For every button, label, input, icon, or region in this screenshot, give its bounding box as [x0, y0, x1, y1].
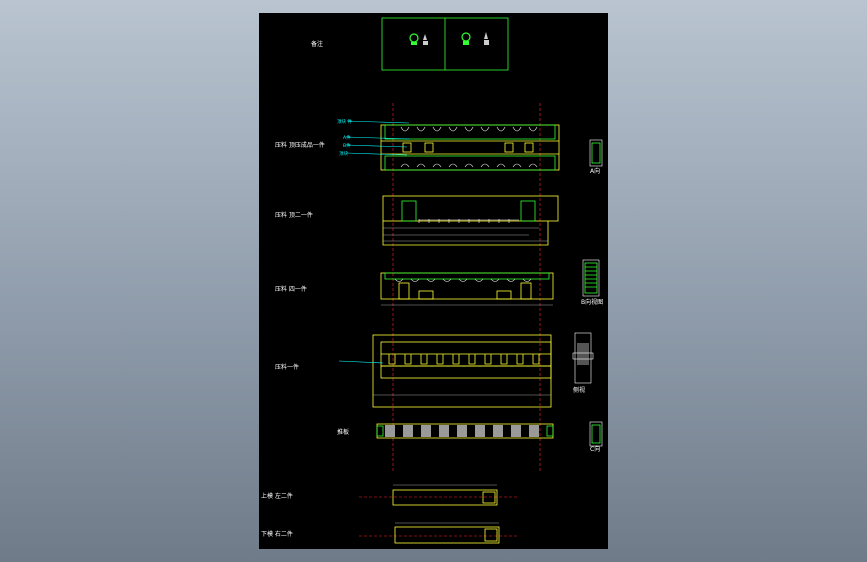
view-label: 压料 顶二一件 [275, 211, 313, 219]
view-1: 压料 顶压成品一件 顶块 件 A件 B件 顶块 A向 [275, 118, 603, 175]
view-3: 压料 四一件 B向视图 [275, 259, 603, 306]
side-view-d: C向 [589, 421, 603, 453]
callouts: 顶块 件 A件 B件 顶块 [337, 118, 410, 157]
callout-label: 顶块 件 [337, 118, 352, 125]
view-4: 压料一件 侧视 [275, 332, 594, 408]
side-view-c: 侧视 [572, 332, 594, 394]
legend-block: 备注 [311, 17, 509, 71]
side-label: 侧视 [573, 386, 585, 394]
legend-symbol-left [409, 33, 428, 45]
view-label: 压料一件 [275, 363, 299, 371]
side-label: B向视图 [581, 298, 603, 306]
callout-label: A件 [343, 134, 351, 141]
view-label: 压料 顶压成品一件 [275, 141, 325, 149]
side-label: A向 [590, 167, 600, 175]
part-label: 下模 右二件 [261, 530, 293, 538]
view-5: 推板 C向 [337, 421, 603, 453]
cad-drawing: 备注 压料 顶压成品一件 [261, 17, 603, 544]
bottom-part-1: 上模 左二件 [261, 484, 517, 506]
view-label: 推板 [337, 428, 349, 436]
callout-label: B件 [343, 142, 351, 149]
side-view-b: B向视图 [581, 259, 603, 306]
bottom-part-2: 下模 右二件 [261, 522, 517, 544]
callout-label: 顶块 [339, 150, 348, 157]
drawing-sheet: 备注 压料 顶压成品一件 [259, 13, 608, 549]
part-label: 上模 左二件 [261, 492, 293, 500]
view-2: 压料 顶二一件 [275, 195, 559, 246]
legend-symbol-right [461, 32, 489, 45]
side-label: C向 [590, 445, 600, 453]
view-label: 压料 四一件 [275, 285, 307, 293]
side-view-a: A向 [589, 139, 603, 175]
legend-label: 备注 [311, 40, 323, 48]
